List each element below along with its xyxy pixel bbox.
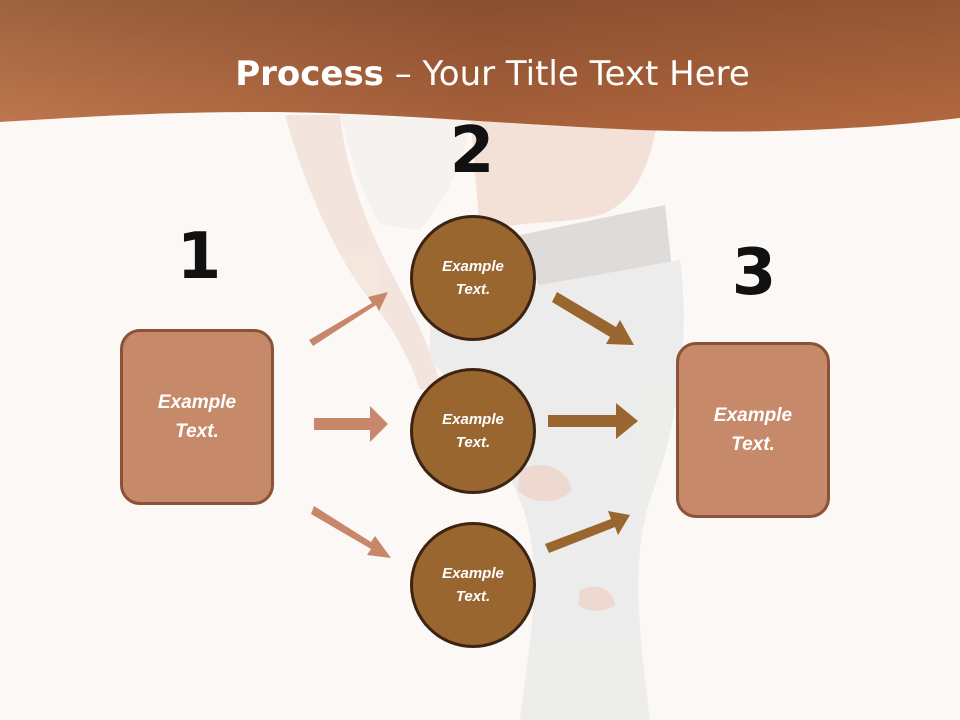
step-circle-2: Example Text.	[410, 368, 536, 494]
step-circle-1: Example Text.	[410, 215, 536, 341]
left-step-box-text: Example Text.	[157, 392, 237, 442]
step-number-1: 1	[176, 220, 222, 294]
step-number-2: 2	[449, 114, 495, 188]
arrow-circle-1-to-right	[552, 292, 634, 345]
right-step-box: Example Text.	[676, 342, 830, 518]
arrow-left-to-circle-1	[309, 292, 388, 346]
title-bold: Process	[235, 54, 384, 94]
step-circle-2-text: Example Text.	[442, 411, 504, 451]
step-circle-1-text: Example Text.	[442, 258, 504, 298]
slide-title: Process – Your Title Text Here	[0, 52, 960, 96]
left-step-box: Example Text.	[120, 329, 274, 505]
step-circle-3-text: Example Text.	[442, 565, 504, 605]
right-step-box-text: Example Text.	[713, 405, 793, 455]
arrow-circle-3-to-right	[545, 511, 630, 553]
title-rest: – Your Title Text Here	[383, 54, 750, 94]
arrow-left-to-circle-2	[314, 406, 388, 442]
step-circle-3: Example Text.	[410, 522, 536, 648]
arrow-circle-2-to-right	[548, 403, 638, 439]
step-number-3: 3	[731, 236, 777, 310]
arrow-left-to-circle-3	[311, 506, 391, 558]
